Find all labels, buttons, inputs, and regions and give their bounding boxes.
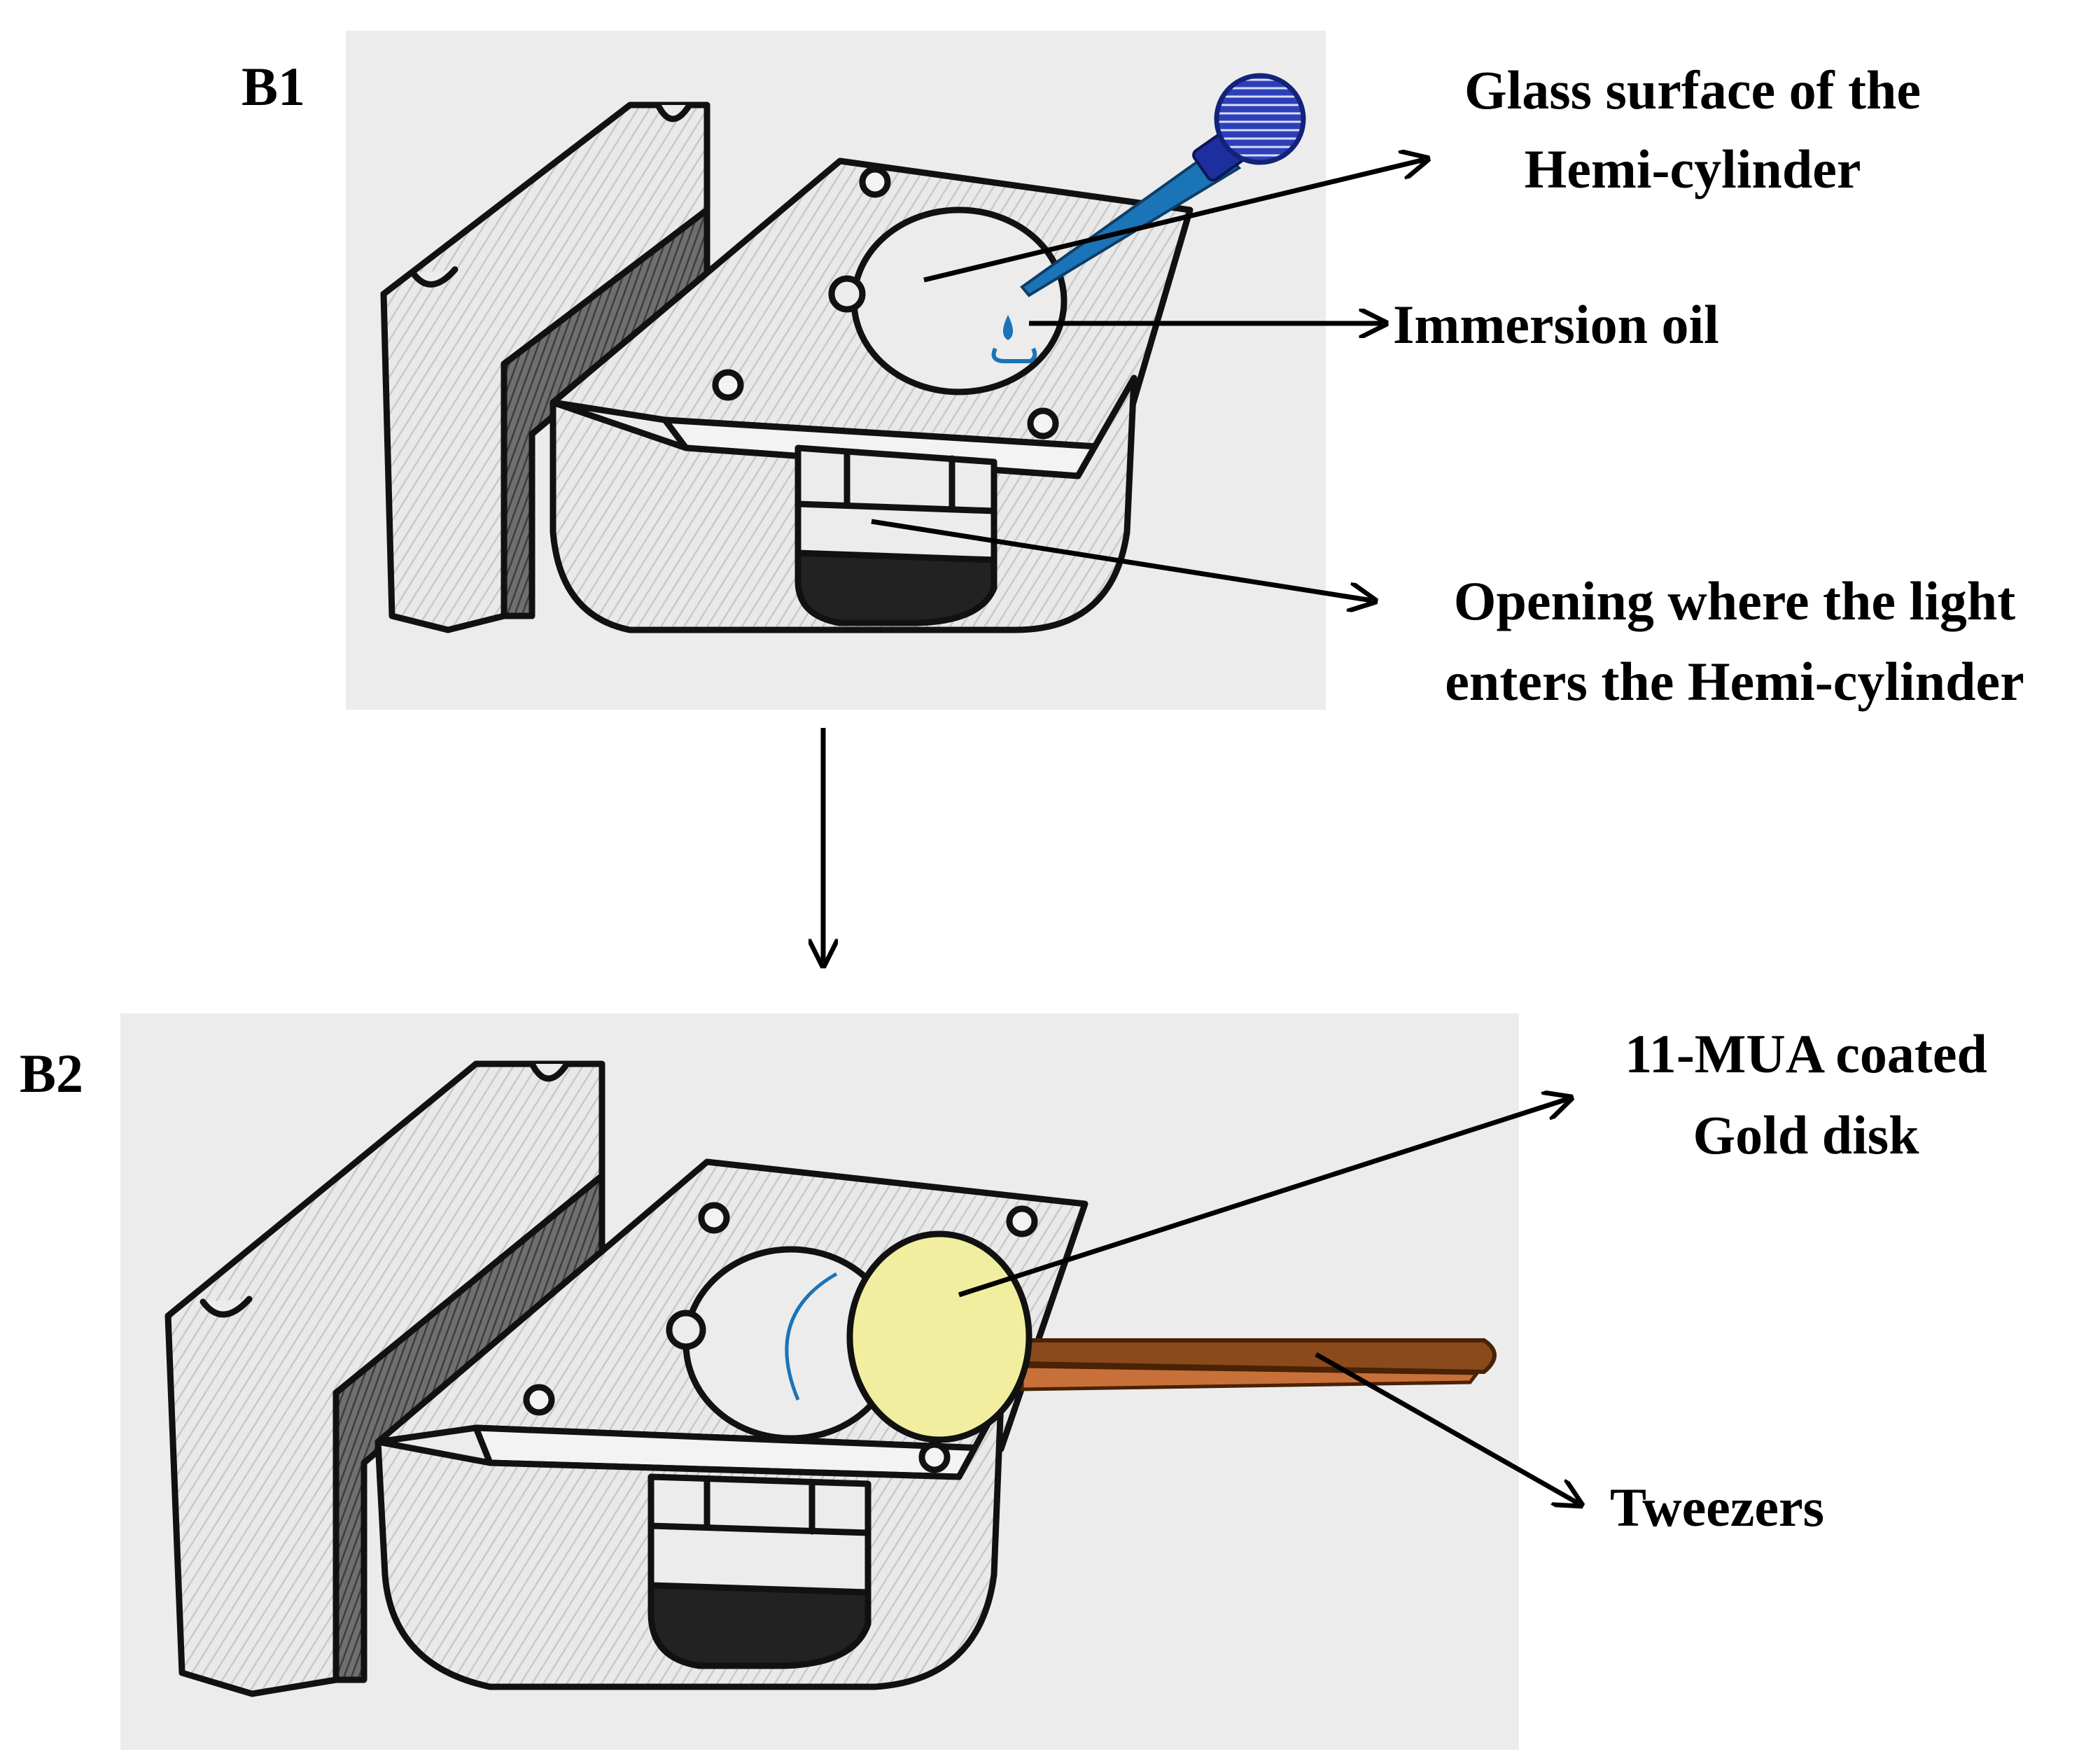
oil-drop-b1	[1003, 315, 1013, 340]
tweezers-arm-upper	[1020, 1338, 1497, 1375]
holder-rail-groove-b2	[528, 1060, 570, 1082]
callout-immersion-oil: Immersion oil	[1029, 294, 1719, 355]
hemicylinder-glass-b1	[850, 206, 1068, 395]
label-light-opening-line1: Opening where the light	[1454, 570, 2015, 631]
callout-tweezers: Tweezers	[1315, 1352, 1824, 1538]
label-gold-disk-line1: 11-MUA coated	[1625, 1023, 1987, 1084]
label-light-opening-line2: enters the Hemi-cylinder	[1445, 651, 2024, 712]
panel-label-b1: B1	[241, 56, 305, 117]
prism-holder-drawing-b1	[380, 101, 1194, 633]
holder-rail-dark-face-b2	[332, 1172, 606, 1683]
callout-glass-surface: Glass surface of the Hemi-cylinder	[923, 59, 1921, 283]
glass-notch-b2	[666, 1310, 706, 1350]
holder-rail-dark-face-b1	[500, 206, 710, 619]
gold-disk-b2	[846, 1230, 1032, 1443]
label-glass-surface-line2: Hemi-cylinder	[1525, 139, 1861, 199]
holder-rail-groove-left-b2	[200, 1296, 253, 1318]
arrow-light-opening	[871, 519, 1372, 601]
label-immersion-oil: Immersion oil	[1393, 294, 1719, 355]
dropper-bulb-b1	[1214, 73, 1306, 165]
holder-rail-groove-left-b1	[410, 266, 458, 288]
label-glass-surface-line1: Glass surface of the	[1464, 59, 1921, 120]
light-opening-dark-b2	[648, 1582, 872, 1669]
arrow-tweezers	[1315, 1352, 1578, 1503]
callout-light-opening: Opening where the light enters the Hemi-…	[871, 519, 2024, 712]
screw-b2-4	[918, 1441, 951, 1473]
panel-label-b2: B2	[20, 1043, 83, 1104]
light-opening-bar-b2	[648, 1522, 872, 1536]
light-opening-dark-b1	[794, 549, 997, 626]
callout-gold-disk: 11-MUA coated Gold disk	[958, 1023, 1987, 1298]
dropper-tube-b1	[1020, 145, 1242, 297]
screw-b1-3	[1027, 407, 1059, 440]
prism-holder-drawing-b2	[164, 1060, 1088, 1697]
holder-rail-groove-b1	[654, 101, 693, 122]
screw-b2-3	[523, 1384, 555, 1416]
screw-b1-1	[859, 166, 891, 198]
tweezers-b2	[1020, 1338, 1497, 1391]
oil-puddle-b1	[991, 347, 1037, 363]
arrow-glass-surface	[923, 160, 1424, 283]
glass-notch-b1	[828, 275, 866, 313]
label-tweezers: Tweezers	[1610, 1477, 1824, 1538]
label-gold-disk-line2: Gold disk	[1693, 1104, 1919, 1165]
panel-b2	[120, 1013, 1519, 1750]
screw-b2-2	[1006, 1205, 1038, 1237]
oil-trace-b2	[785, 1272, 838, 1401]
screw-b1-2	[712, 369, 744, 401]
panel-b1	[346, 31, 1326, 710]
dropper-b1	[991, 73, 1306, 363]
light-opening-bar-b1	[794, 500, 997, 514]
screw-b2-1	[698, 1202, 730, 1234]
arrow-gold-disk	[958, 1099, 1568, 1298]
